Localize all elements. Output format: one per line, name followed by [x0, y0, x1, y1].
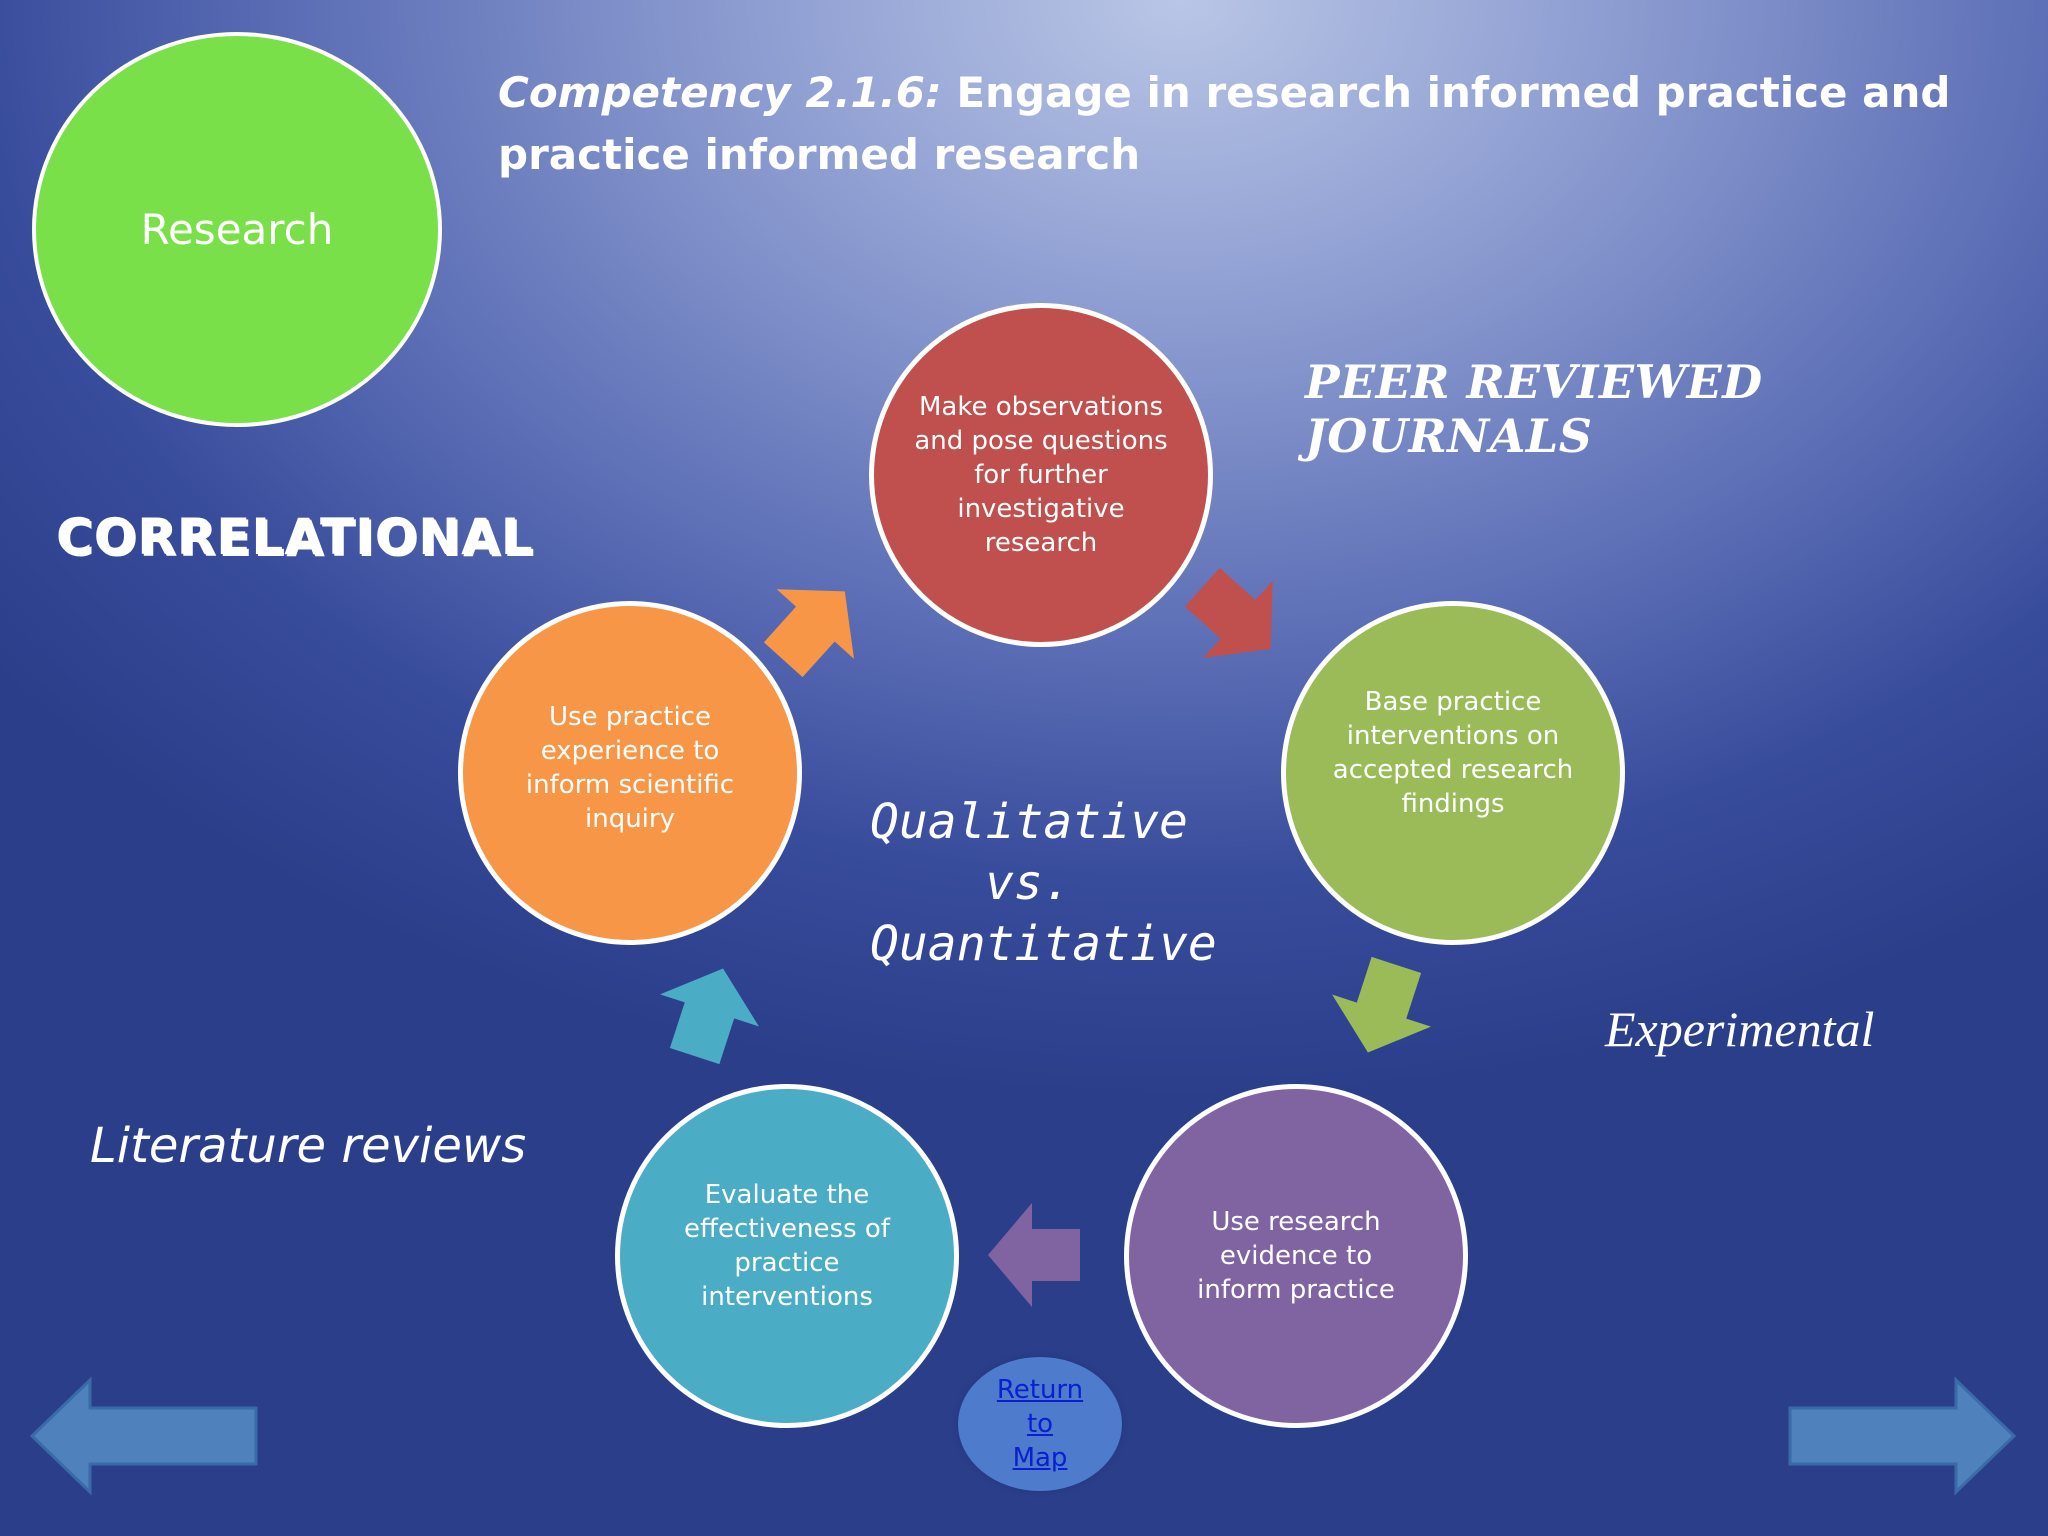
- center-text: Qualitative vs. Quantitative: [870, 792, 1220, 975]
- center-line-qualitative: Qualitative: [870, 794, 1188, 850]
- page-title: Competency 2.1.6: Engage in research inf…: [498, 62, 1998, 186]
- competency-number: Competency 2.1.6:: [498, 68, 942, 117]
- center-line-quantitative: Quantitative: [870, 916, 1217, 972]
- cycle-step-4: Evaluate the effectiveness of practice i…: [615, 1084, 959, 1428]
- return-link-line-2[interactable]: to: [1026, 1409, 1054, 1439]
- peer-reviewed-label: PEER REVIEWED JOURNALS: [1305, 355, 1763, 463]
- competency-description: Engage in research informed practice and…: [498, 68, 1951, 179]
- literature-reviews-label: Literature reviews: [90, 1118, 527, 1174]
- cycle-step-1: Make observations and pose questions for…: [869, 303, 1213, 647]
- cycle-step-5-label: Use practice experience to inform scient…: [525, 702, 735, 834]
- arrow-purple: [988, 1203, 1080, 1307]
- correlational-label: Correlational: [56, 508, 534, 566]
- right-arrow-icon[interactable]: [1788, 1376, 2017, 1496]
- cycle-step-2: Base practice interventions on accepted …: [1281, 601, 1625, 945]
- cycle-step-2-label: Base practice interventions on accepted …: [1332, 687, 1574, 819]
- research-label: Research: [140, 205, 334, 254]
- return-link-line-3[interactable]: Map: [1012, 1443, 1068, 1473]
- arrow-orange: [763, 589, 854, 678]
- return-link-line-1[interactable]: Return: [996, 1375, 1084, 1405]
- cycle-step-4-label: Evaluate the effectiveness of practice i…: [684, 1180, 890, 1312]
- cycle-step-1-label: Make observations and pose questions for…: [914, 392, 1168, 558]
- experimental-label: Experimental: [1605, 1001, 1875, 1057]
- left-arrow-icon[interactable]: [29, 1376, 258, 1496]
- cycle-step-3: Use research evidence to inform practice: [1124, 1084, 1468, 1428]
- cycle-step-3-label: Use research evidence to inform practice: [1197, 1207, 1395, 1305]
- arrow-red: [1184, 567, 1273, 658]
- cycle-step-5: Use practice experience to inform scient…: [458, 601, 802, 945]
- arrow-green: [1332, 956, 1431, 1053]
- arrow-blue: [660, 968, 759, 1065]
- research-circle: Research: [32, 32, 442, 427]
- return-to-map-button[interactable]: Return to Map: [958, 1357, 1122, 1491]
- center-line-vs: vs.: [985, 855, 1072, 911]
